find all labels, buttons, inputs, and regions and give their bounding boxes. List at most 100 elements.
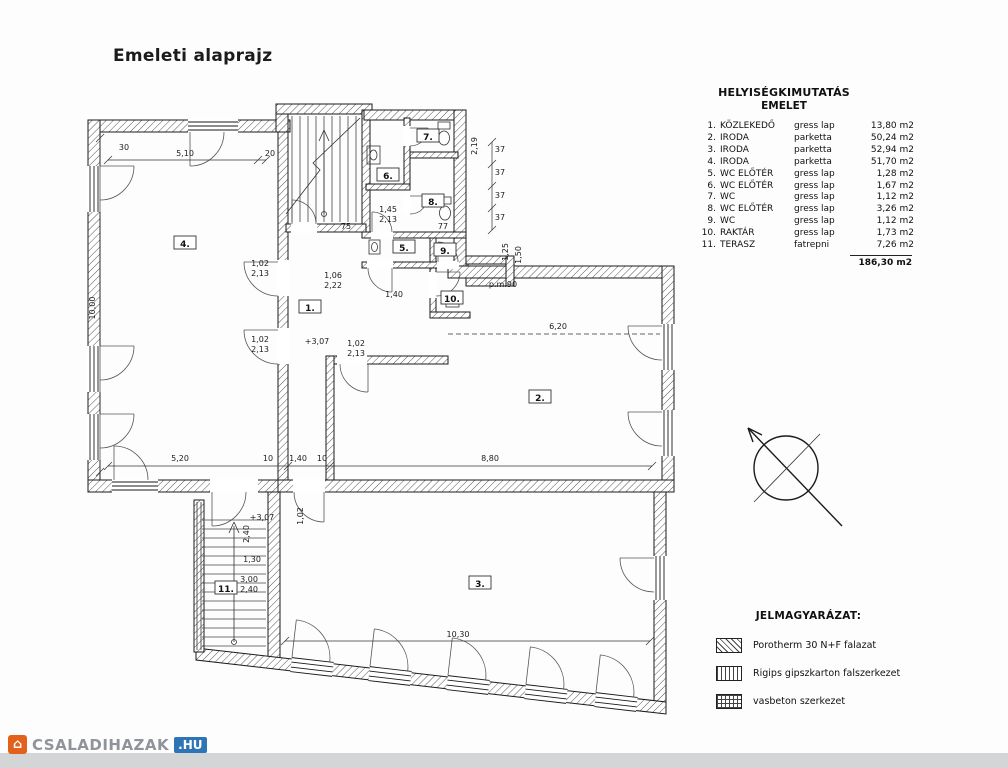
room-label-box <box>421 193 445 208</box>
watermark: ⌂ CSALADIHAZAK .HU <box>8 735 207 754</box>
schedule-cell-finish: gress lap <box>794 121 835 131</box>
door-icon <box>367 261 393 293</box>
dimension-label: 37 <box>495 191 505 200</box>
dimension-label: 1,45 <box>379 205 397 214</box>
schedule-cell-num: 9. <box>707 216 716 227</box>
room-number: 2. <box>535 394 545 404</box>
dimension-label: 37 <box>495 213 505 222</box>
window-icon <box>87 345 135 392</box>
schedule-cell-finish: gress lap <box>794 180 835 191</box>
room-number: 1. <box>305 304 315 314</box>
schedule-cell-area: 1,73 m2 <box>876 228 914 239</box>
dimension-lines <box>95 133 660 646</box>
legend-label: Rigips gipszkarton falszerkezet <box>753 668 901 679</box>
dimension-label: 2,40 <box>240 585 258 594</box>
schedule-cell-num: 1. <box>707 121 716 131</box>
schedule-cell-finish: gress lap <box>794 216 835 227</box>
schedule-cell-name: IRODA <box>720 132 749 143</box>
staircase <box>285 116 361 222</box>
schedule-cell-num: 10. <box>701 228 716 239</box>
schedule-cell-name: WC <box>720 216 736 227</box>
room-number: 10. <box>444 295 460 305</box>
window-icon <box>627 410 675 456</box>
dimension-label: 1,02 <box>296 507 305 525</box>
dimension-label: 1,06 <box>324 271 342 280</box>
schedule-cell-finish: parketta <box>794 132 832 143</box>
room-label-box <box>528 389 552 404</box>
dimension-label: p.m.90 <box>489 280 517 289</box>
schedule-cell-area: 13,80 m2 <box>870 121 914 131</box>
dimension-label: 30 <box>119 143 129 152</box>
schedule-cell-area: 1,12 m2 <box>876 192 914 203</box>
room-number: 11. <box>218 585 234 595</box>
dimension-label: 2,13 <box>379 215 397 224</box>
schedule-cell-area: 1,67 m2 <box>876 180 914 191</box>
sanitary-fixtures <box>366 121 460 308</box>
schedule-cell-name: IRODA <box>720 144 749 155</box>
dimension-label: 2,22 <box>324 281 342 290</box>
schedule-cell-area: 52,94 m2 <box>870 144 914 155</box>
doors-windows-layer <box>87 119 675 712</box>
door-icon <box>243 260 289 297</box>
schedule-cell-area: 1,28 m2 <box>876 168 914 179</box>
dimension-label: 37 <box>495 168 505 177</box>
schedule-cell-finish: gress lap <box>794 204 835 215</box>
schedule-cell-finish: gress lap <box>794 168 835 179</box>
window-icon <box>627 324 675 370</box>
room-label-box <box>376 167 400 182</box>
dimension-label: 2,40 <box>242 525 251 543</box>
dimension-label: 1,02 <box>251 259 269 268</box>
schedule-title: HELYISÉGKIMUTATÁS <box>718 86 850 99</box>
door-icon <box>291 199 317 233</box>
dimension-label: +3,07 <box>250 513 275 522</box>
schedule-cell-finish: parketta <box>794 144 832 155</box>
schedule-cell-area: 51,70 m2 <box>870 156 914 167</box>
watermark-brand: CSALADIHAZAK <box>32 735 170 754</box>
dimension-label: 2,13 <box>251 269 269 278</box>
room-label-box <box>173 235 197 250</box>
legend-item: Porotherm 30 N+F falazat <box>716 638 901 653</box>
schedule-cell-num: 8. <box>707 204 716 215</box>
hatch-pattern-swatch <box>716 638 742 653</box>
schedule-cell-name: KÖZLEKEDŐ <box>720 121 775 131</box>
watermark-tld: .HU <box>174 736 207 753</box>
total-area-value: 186,30 m2 <box>850 254 912 268</box>
schedule-cell-name: WC ELŐTÉR <box>720 204 774 215</box>
door-icon <box>243 328 289 365</box>
room-label-box <box>416 128 440 143</box>
window-icon <box>368 628 412 686</box>
schedule-cell-finish: gress lap <box>794 228 835 239</box>
dimension-label: 37 <box>495 145 505 154</box>
dimension-label: +3,07 <box>305 337 330 346</box>
dimension-label: 20 <box>265 149 275 158</box>
schedule-cell-finish: fatrepni <box>794 240 830 251</box>
room-number: 8. <box>428 198 438 208</box>
room-label-box <box>440 290 464 305</box>
dimension-label: 1,40 <box>385 290 403 299</box>
room-number: 5. <box>399 244 409 254</box>
room-number-labels: 1.2.3.4.5.6.7.8.9.10.11. <box>173 128 552 595</box>
page-title: Emeleti alaprajz <box>113 46 273 66</box>
window-icon <box>87 165 135 212</box>
schedule-cell-name: IRODA <box>720 156 749 167</box>
dimension-label: 1,25 <box>501 243 510 261</box>
stripe-pattern-swatch <box>716 666 742 681</box>
schedule-cell-finish: parketta <box>794 156 832 167</box>
schedule-cell-num: 6. <box>707 180 716 191</box>
schedule-cell-name: WC ELŐTÉR <box>720 168 774 179</box>
dimension-label: 8,80 <box>481 454 499 463</box>
room-label-box <box>433 242 457 257</box>
window-icon <box>524 646 568 704</box>
schedule-cell-num: 3. <box>707 144 716 155</box>
legend-title: JELMAGYARÁZAT: <box>755 610 862 622</box>
schedule-cell-num: 11. <box>701 240 716 251</box>
window-icon <box>87 413 135 460</box>
dimension-label: 2,13 <box>251 345 269 354</box>
schedule-cell-area: 50,24 m2 <box>870 132 914 143</box>
